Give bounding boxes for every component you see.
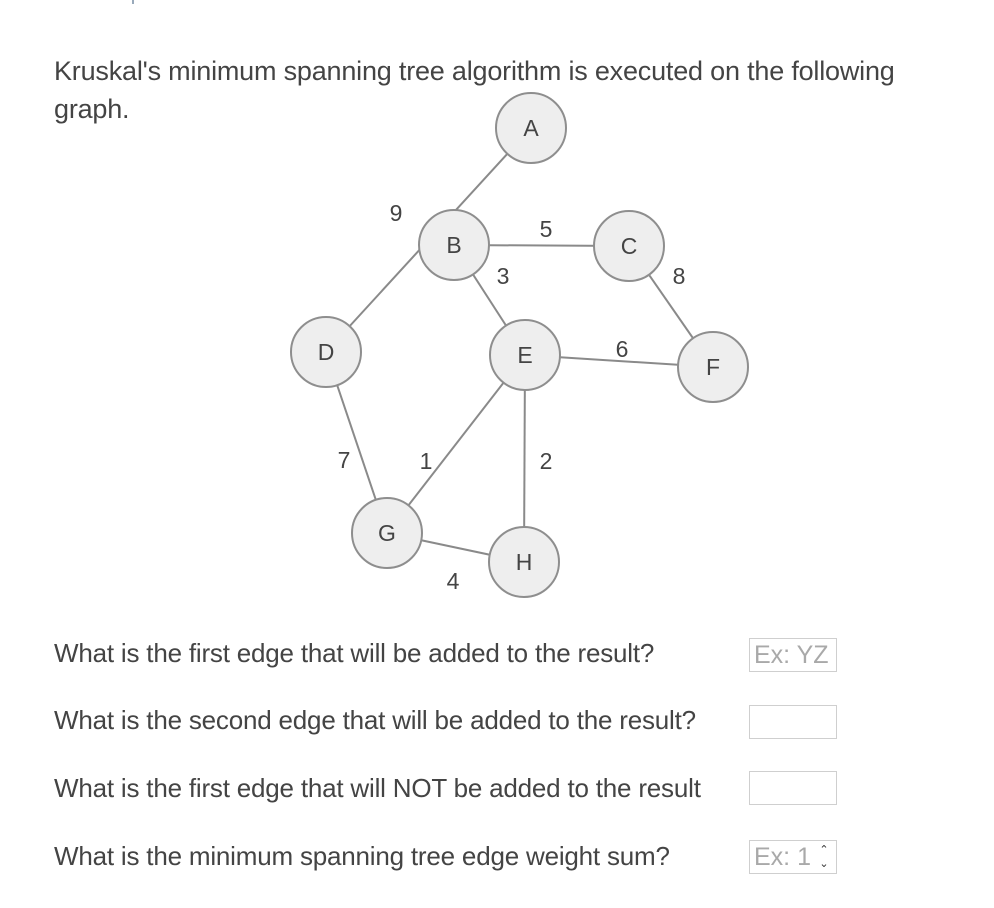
node-label: H xyxy=(516,549,533,575)
question-second-edge: What is the second edge that will be add… xyxy=(54,705,696,735)
node-a: A xyxy=(495,92,567,164)
edge-weight-e-f: 6 xyxy=(616,336,629,362)
node-circle xyxy=(677,331,749,403)
node-b: B xyxy=(418,209,490,281)
node-label: G xyxy=(378,520,396,546)
node-e: E xyxy=(489,319,561,391)
weights-layer: 9 5 3 8 6 7 1 2 4 xyxy=(338,200,686,594)
node-label: E xyxy=(517,342,532,368)
node-c: C xyxy=(593,210,665,282)
node-g: G xyxy=(351,497,423,569)
node-circle xyxy=(593,210,665,282)
mst-weight-sum-field: ⌃ ⌄ xyxy=(749,840,837,874)
problem-statement: Kruskal's minimum spanning tree algorith… xyxy=(54,56,895,124)
question-first-rejected-edge: What is the first edge that will NOT be … xyxy=(54,773,701,803)
node-circle xyxy=(351,497,423,569)
node-d: D xyxy=(290,316,362,388)
edge-weight-b-c: 5 xyxy=(540,216,553,242)
mst-weight-sum-input[interactable] xyxy=(749,840,837,874)
node-circle xyxy=(418,209,490,281)
first-rejected-edge-input[interactable] xyxy=(749,771,837,805)
nodes-layer: A B C D E F G H xyxy=(290,92,749,598)
edge-weight-a-d: 9 xyxy=(390,200,403,226)
node-f: F xyxy=(677,331,749,403)
edge-weight-g-h: 4 xyxy=(447,568,460,594)
number-spinner[interactable]: ⌃ ⌄ xyxy=(815,844,833,870)
question-mst-weight-sum: What is the minimum spanning tree edge w… xyxy=(54,841,670,871)
node-circle xyxy=(495,92,567,164)
node-label: D xyxy=(318,339,335,365)
edge-weight-e-h: 2 xyxy=(540,448,553,474)
node-circle xyxy=(488,526,560,598)
node-label: B xyxy=(446,232,461,258)
node-label: C xyxy=(621,233,638,259)
edge-g-e xyxy=(386,354,526,534)
edge-weight-d-g: 7 xyxy=(338,447,351,473)
node-label: F xyxy=(706,354,720,380)
top-divider-mark xyxy=(132,0,134,4)
edge-weight-g-e: 1 xyxy=(420,448,433,474)
node-circle xyxy=(489,319,561,391)
first-edge-input[interactable] xyxy=(749,638,837,672)
chevron-up-icon[interactable]: ⌃ xyxy=(819,844,829,856)
edge-weight-c-f: 8 xyxy=(673,263,686,289)
node-h: H xyxy=(488,526,560,598)
node-circle xyxy=(290,316,362,388)
second-edge-input[interactable] xyxy=(749,705,837,739)
edge-weight-b-e: 3 xyxy=(497,263,510,289)
question-first-edge: What is the first edge that will be adde… xyxy=(54,638,655,668)
node-label: A xyxy=(523,115,539,141)
chevron-down-icon[interactable]: ⌄ xyxy=(819,858,829,870)
